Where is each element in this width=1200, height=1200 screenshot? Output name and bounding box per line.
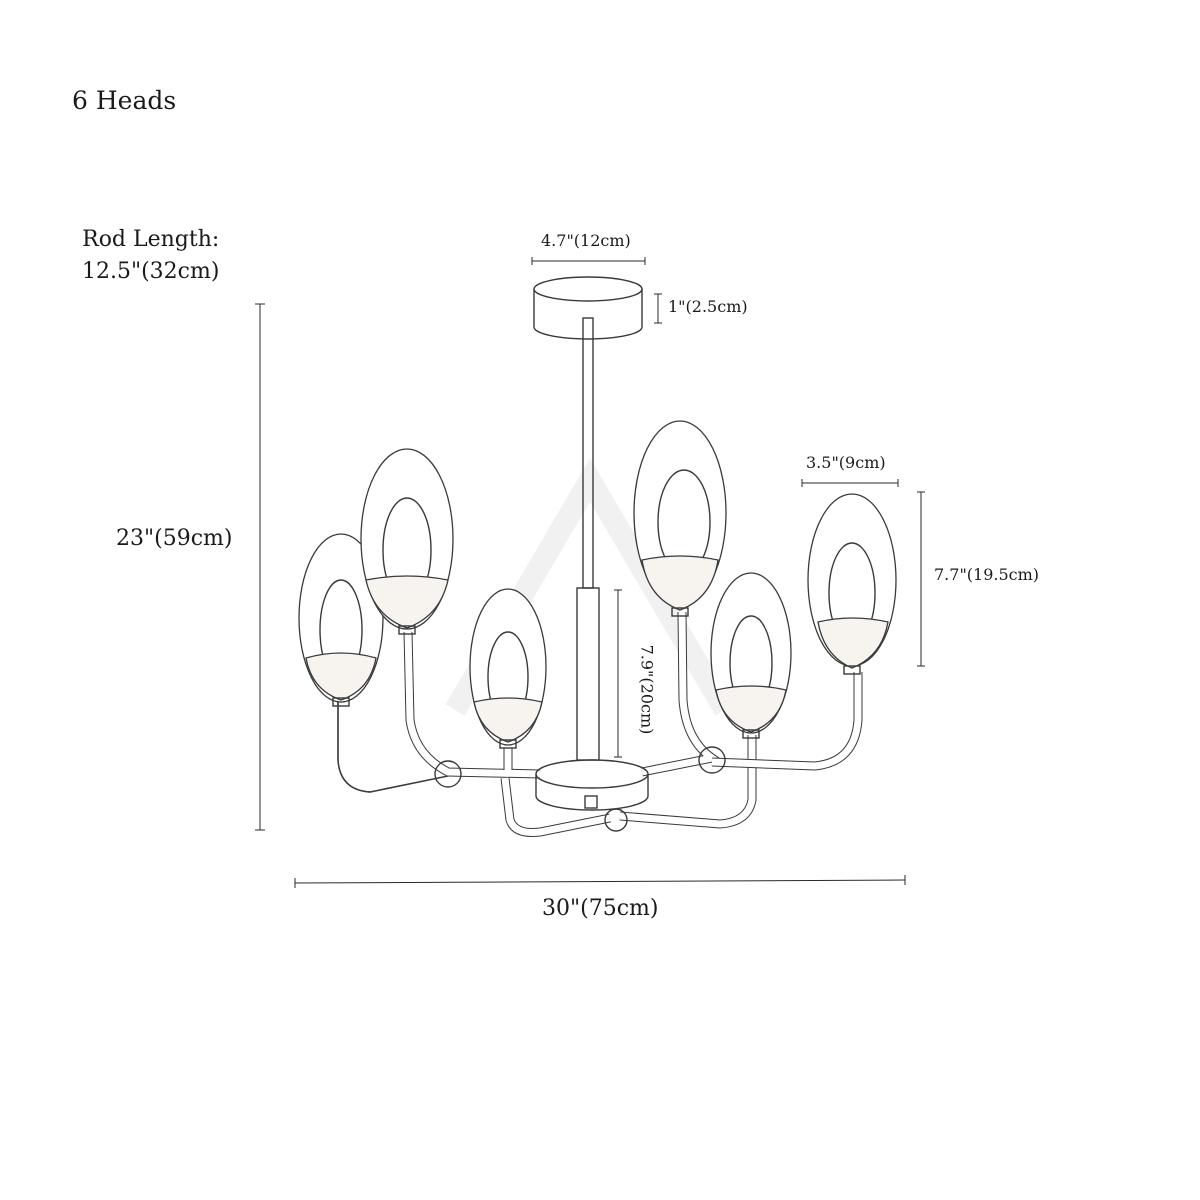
shade-1	[298, 533, 384, 707]
downrod-length-label: 7.9"(20cm)	[637, 644, 657, 735]
rod	[576, 317, 600, 761]
shade-3	[469, 588, 547, 749]
rod-length-label: Rod Length: 12.5"(32cm)	[82, 224, 219, 288]
center-hub	[535, 759, 649, 811]
canopy	[533, 276, 643, 340]
diagram-title: 6 Heads	[72, 86, 177, 115]
arms	[337, 611, 863, 837]
shade-2	[360, 448, 454, 635]
canopy-height-label: 1"(2.5cm)	[668, 297, 748, 316]
rod-length-value: 12.5"(32cm)	[82, 259, 220, 284]
shade-height-label: 7.7"(19.5cm)	[934, 565, 1040, 584]
canopy-width-label: 4.7"(12cm)	[541, 231, 631, 250]
shade-width-label: 3.5"(9cm)	[806, 453, 886, 472]
total-width-label: 30"(75cm)	[542, 896, 659, 921]
rod-length-caption: Rod Length:	[82, 227, 220, 252]
shade-5	[710, 572, 792, 739]
shade-4	[633, 420, 727, 617]
dimension-lines	[255, 257, 925, 888]
shade-6	[807, 493, 897, 675]
total-height-label: 23"(59cm)	[116, 526, 233, 551]
